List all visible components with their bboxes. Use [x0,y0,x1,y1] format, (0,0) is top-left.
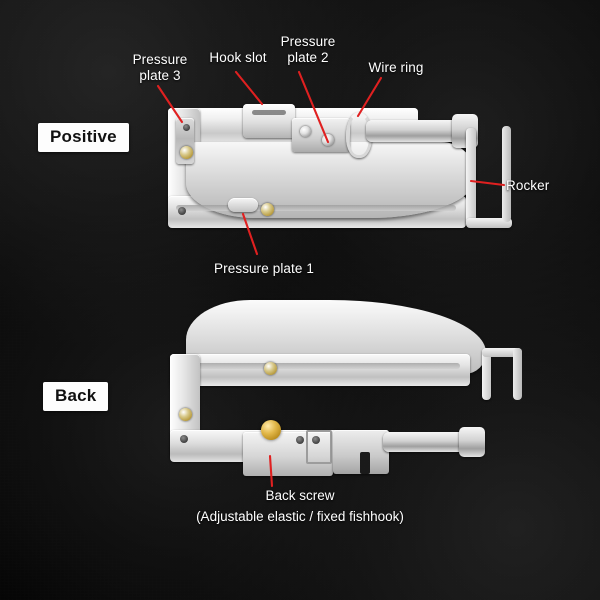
back-screw-lower-left [179,408,192,421]
hook-slot-part [243,104,295,138]
back-screw-caption-line1: Back screw [265,488,335,503]
back-shaft-end-cap [459,427,485,457]
rocker-foot [466,218,512,228]
callout-hook-slot: Hook slot [209,50,267,65]
screw-lower-mid [261,203,274,216]
back-plate-hole-1 [296,436,304,444]
callout-wire-ring: Wire ring [368,60,424,75]
pressure-plate-1-part [228,198,258,212]
callout-pressure-plate-3: Pressure plate 3 [132,52,188,83]
callout-pressure-plate-2: Pressure plate 2 [280,34,336,65]
horizontal-shaft [366,120,458,142]
back-hole-left [180,435,188,443]
tag-positive: Positive [38,123,129,152]
hole-lower-left [178,207,186,215]
hook-slot-groove [252,110,286,115]
back-bracket-notch [360,452,370,474]
screw-plate2-a [300,126,311,137]
back-screw-part [261,420,281,440]
screw-upper-left [180,146,193,159]
back-upper-bar [170,354,470,386]
back-rocker-tip [513,348,522,400]
back-screw-upper-mid [264,362,277,375]
tag-back: Back [43,382,109,411]
back-screw-caption-line2: (Adjustable elastic / fixed fishhook) [196,509,404,524]
callout-rocker: Rocker [506,178,550,193]
back-horizontal-shaft [383,432,465,452]
rocker-part [466,128,476,226]
back-upper-bar-groove [178,363,460,369]
lower-bar-groove [176,205,456,211]
screw-plate2-b [322,134,334,146]
hole-plate3 [183,124,190,131]
tool-back-view [0,280,600,560]
back-rocker-foot [482,348,522,357]
back-plate-hole-2 [312,436,320,444]
callout-pressure-plate-1: Pressure plate 1 [214,261,314,276]
back-rocker-part [482,348,491,400]
rocker-tip [502,126,511,222]
back-plate-slot [306,430,332,464]
